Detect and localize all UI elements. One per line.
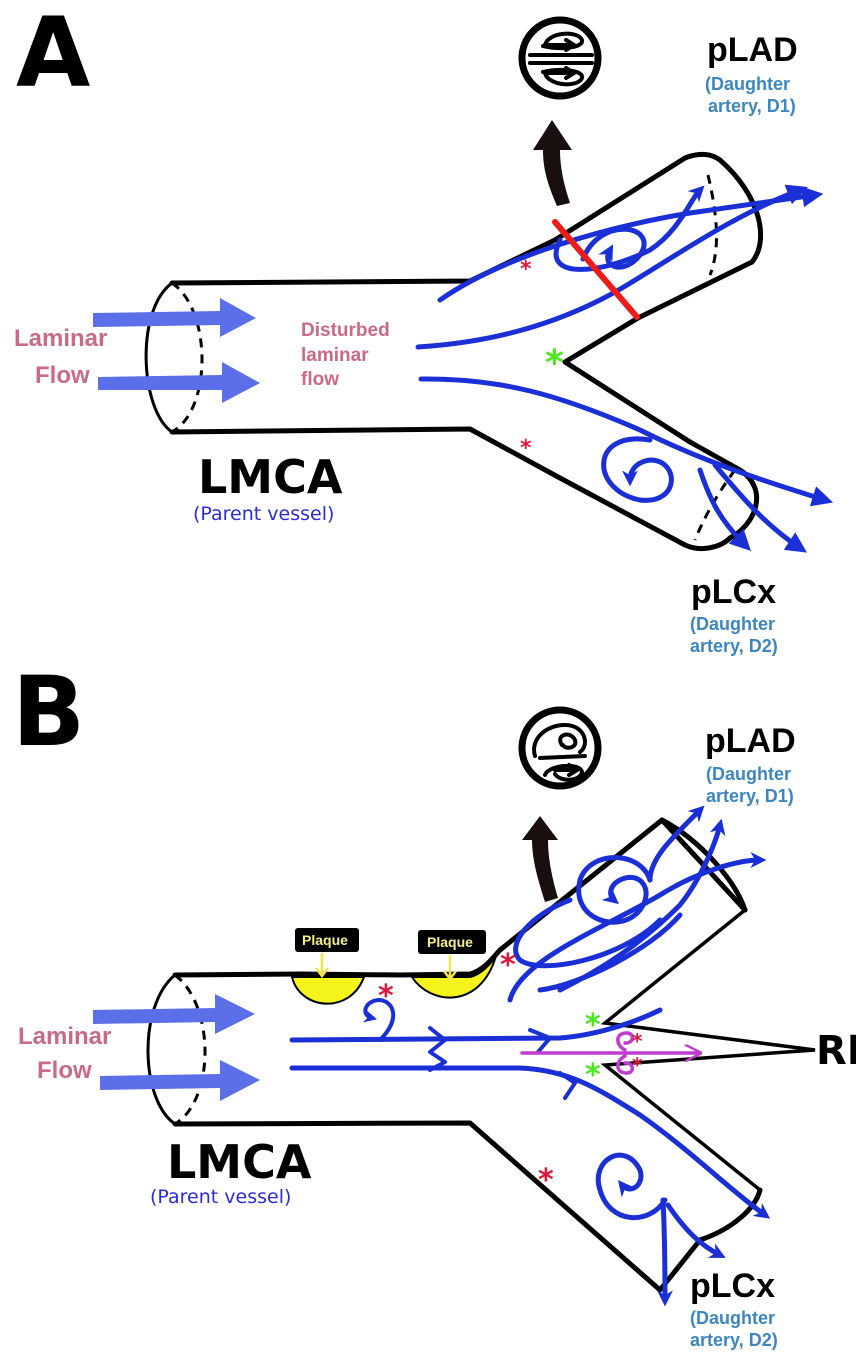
laminar-flow-label-line1: Laminar [14,325,107,352]
laminar-flow-label-line2: Flow [37,1057,92,1084]
plaque-label-box [295,928,359,952]
red-asterisk-marker: * [378,979,394,1014]
disturbed-flow-label-line1: Disturbed [301,320,390,341]
plaque-label-box [418,930,486,954]
cross-section-cut-line [552,219,640,320]
laminar-flow-arrow [93,994,255,1034]
vessel-wall-lower [172,1120,703,1293]
cross-section-pointer-arrow [522,816,558,902]
cross-section-pointer-arrow [533,120,572,206]
top-branch-cap [659,817,748,913]
inlet-rim-back [174,973,207,1126]
red-asterisk-marker: * [632,1053,643,1077]
laminar-flow-label-line1: Laminar [18,1023,111,1050]
laminar-flow-arrow [100,1060,260,1101]
streamline-to-plad [647,805,705,883]
plaque-label: Plaque [427,934,473,950]
plaque-vortex [362,998,396,1042]
vortex-spiral-plcx [601,436,674,503]
panel-letter-a: A [16,0,90,109]
plcx-sub-line1: (Daughter [690,1308,775,1328]
vortex-spiral-plcx [595,1152,668,1221]
plad-sub-line2: artery, D1) [706,786,794,806]
streamline-to-plcx [697,467,751,551]
top-branch-back-rim [706,174,718,276]
red-asterisk-marker: * [538,1163,554,1198]
disturbed-flow-label-line3: flow [301,369,339,390]
vortex-loop-plad [513,897,663,969]
panel-letter-b: B [12,656,85,768]
parent-vessel-label: (Parent vessel) [193,503,334,525]
plaque-deposit [410,955,497,999]
red-asterisk-marker: * [520,436,532,461]
laminar-flow-arrow [98,362,260,403]
laminar-flow-arrow [93,298,256,337]
plaque-pointer-icon [443,955,457,982]
ri-vortex-curls [616,1031,635,1075]
spiral-vortex-cross-section-icon [518,706,602,790]
streamline-to-plcx [665,1202,726,1258]
vessel-wall-upper [169,151,723,286]
green-asterisk-marker: * [585,1008,601,1043]
green-asterisk-marker: * [545,343,564,384]
plaque-deposit [290,976,366,1005]
ri-branch-wall [600,908,816,1192]
flow-arrowhead-mark [558,1071,577,1100]
streamline-to-plcx [712,462,808,553]
streamline-to-plcx [289,1065,771,1219]
flow-arrowhead-mark [528,1028,552,1054]
streamline-to-plcx [418,376,834,507]
streamline-to-plad [437,186,824,303]
inlet-rim-front [144,281,173,434]
red-asterisk-marker: * [500,948,516,983]
green-asterisk-marker: * [585,1058,601,1093]
lmca-label: LMCA [167,1135,312,1189]
parent-vessel-label: (Parent vessel) [150,1186,291,1208]
vortex-return-plad [537,912,683,993]
plcx-sub-line2: artery, D2) [690,636,778,656]
plcx-sub-line2: artery, D2) [690,1330,778,1350]
plad-sub-line2: artery, D1) [708,96,796,116]
plad-sub-line1: (Daughter [706,764,791,784]
plaque-label: Plaque [302,932,348,948]
laminar-flow-label-line2: Flow [35,362,90,389]
panel-b: B Plaque Plaque Laminar Flow [12,656,856,1350]
plad-label: pLAD [707,31,798,69]
vortex-spiral-plad [576,855,653,925]
top-branch-cap [635,157,764,321]
plcx-label: pLCx [690,1267,775,1305]
vessel-wall-lower [169,426,733,551]
plaque-pointer-icon [315,953,329,979]
plad-sub-line1: (Daughter [705,74,790,94]
crotch-wall [562,315,693,445]
lmca-label: LMCA [198,450,343,504]
plcx-label: pLCx [691,573,776,611]
streamline-to-plad [415,184,808,350]
inlet-rim-back [171,281,204,434]
red-asterisk-marker: * [520,257,532,282]
flow-arrowhead-mark [428,1026,447,1072]
vortex-spiral-plad [580,226,647,270]
plcx-sub-line1: (Daughter [690,614,775,634]
panel-a: A Laminar Flow Disturbed laminar flow [14,0,834,656]
inlet-rim-front [146,973,176,1126]
main-streamline [289,1007,663,1043]
bottom-branch-cap [697,1187,763,1243]
vessel-wall-upper [172,817,748,978]
ri-label: RI [816,1028,856,1074]
streamline-to-plcx [656,1197,673,1307]
two-vortex-cross-section-icon [518,16,602,100]
streamline-to-plad [507,852,767,1003]
disturbed-flow-label-line2: laminar [301,345,369,366]
plad-label: pLAD [705,722,796,760]
red-asterisk-marker: * [632,1029,643,1053]
